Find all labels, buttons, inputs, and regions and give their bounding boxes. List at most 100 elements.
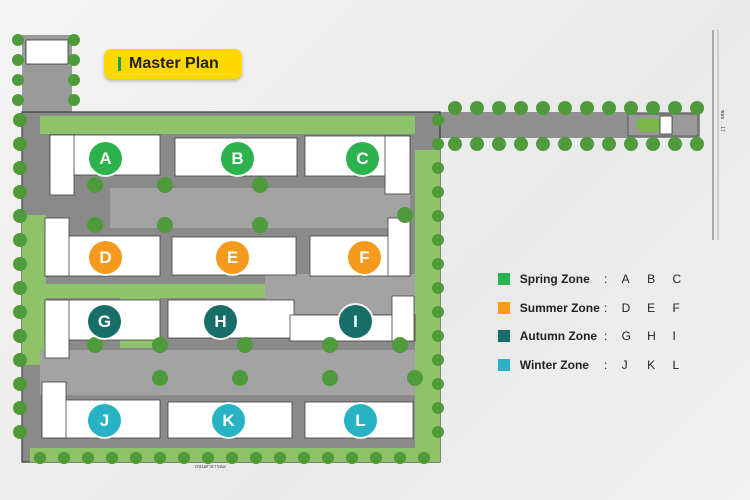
tree <box>13 209 27 223</box>
zone-marker-e[interactable]: E <box>216 241 249 274</box>
tree <box>624 137 638 151</box>
zone-legend: Spring Zone : A B C Summer Zone : D E F … <box>498 265 698 379</box>
tree <box>13 305 27 319</box>
zone-marker-l[interactable]: L <box>344 404 377 437</box>
tree <box>12 34 24 46</box>
master-plan-title: Master Plan <box>104 49 242 79</box>
tree <box>106 452 118 464</box>
summer-swatch <box>498 301 510 314</box>
gate-house <box>659 115 673 135</box>
tree <box>13 377 27 391</box>
tree <box>13 401 27 415</box>
legend-colon: : <box>603 329 608 344</box>
tree <box>12 94 24 106</box>
legend-letter: C <box>672 272 682 287</box>
zone-marker-i[interactable]: I <box>339 305 372 338</box>
tree <box>558 137 572 151</box>
tree <box>514 137 528 151</box>
east-green <box>415 150 440 450</box>
tree <box>492 137 506 151</box>
building-a-wing <box>49 134 75 196</box>
tree <box>432 258 444 270</box>
legend-letter: B <box>647 272 656 287</box>
tree <box>394 452 406 464</box>
zone-marker-c[interactable]: C <box>346 142 379 175</box>
building-f-wing <box>387 217 411 277</box>
tree <box>432 234 444 246</box>
trees <box>12 34 704 464</box>
tree <box>690 101 704 115</box>
tree <box>252 217 268 233</box>
tree <box>536 101 550 115</box>
tree <box>13 329 27 343</box>
tree <box>448 101 462 115</box>
autumn-swatch <box>498 330 510 343</box>
building-j-wing <box>41 381 67 439</box>
zone-marker-d[interactable]: D <box>89 241 122 274</box>
tree <box>34 452 46 464</box>
tree <box>58 452 70 464</box>
legend-letter: G <box>621 329 631 344</box>
tree <box>624 101 638 115</box>
tree <box>432 282 444 294</box>
legend-letter: K <box>647 357 656 372</box>
tree <box>432 210 444 222</box>
right-road-label: ซอย ... 17 <box>719 110 725 132</box>
tree <box>322 452 334 464</box>
legend-letter: F <box>672 300 680 315</box>
tree <box>68 34 80 46</box>
tree <box>274 452 286 464</box>
legend-letter: E <box>647 300 656 315</box>
tree <box>470 101 484 115</box>
legend-label: Winter Zone <box>519 357 589 372</box>
legend-row-spring: Spring Zone : A B C <box>498 265 698 294</box>
north-green <box>40 116 415 134</box>
legend-letter: D <box>621 300 631 315</box>
spring-swatch <box>498 273 510 286</box>
zone-marker-g[interactable]: G <box>88 305 121 338</box>
legend-label: Summer Zone <box>519 300 600 315</box>
north-gate-house <box>25 39 69 65</box>
zone-marker-j[interactable]: J <box>88 404 121 437</box>
tree <box>536 137 550 151</box>
legend-label: Autumn Zone <box>519 329 598 344</box>
tree <box>580 101 594 115</box>
tree <box>668 101 682 115</box>
zone-marker-b[interactable]: B <box>221 142 254 175</box>
tree <box>87 217 103 233</box>
tree <box>397 207 413 223</box>
tree <box>432 378 444 390</box>
tree <box>68 54 80 66</box>
tree <box>226 452 238 464</box>
tree <box>13 353 27 367</box>
tree <box>157 217 173 233</box>
zone-marker-h[interactable]: H <box>204 305 237 338</box>
legend-letter: I <box>672 329 676 344</box>
tree <box>470 137 484 151</box>
tree <box>668 137 682 151</box>
building-g-wing <box>44 299 70 359</box>
tree <box>152 370 168 386</box>
tree <box>130 452 142 464</box>
winter-swatch <box>498 358 510 371</box>
zone-marker-f[interactable]: F <box>348 241 381 274</box>
tree <box>418 452 430 464</box>
zone-marker-a[interactable]: A <box>89 142 122 175</box>
legend-row-summer: Summer Zone : D E F <box>498 294 698 323</box>
tree <box>322 337 338 353</box>
tree <box>690 137 704 151</box>
tree <box>432 162 444 174</box>
tree <box>252 177 268 193</box>
bottom-road-label: ถนนสาธารณะ <box>195 464 227 470</box>
legend-letter: L <box>672 357 680 372</box>
tree <box>13 233 27 247</box>
legend-colon: : <box>603 300 608 315</box>
tree <box>432 306 444 318</box>
tree <box>232 370 248 386</box>
tree <box>237 337 253 353</box>
zone-marker-k[interactable]: K <box>212 404 245 437</box>
tree <box>154 452 166 464</box>
tree <box>646 101 660 115</box>
tree <box>407 370 423 386</box>
